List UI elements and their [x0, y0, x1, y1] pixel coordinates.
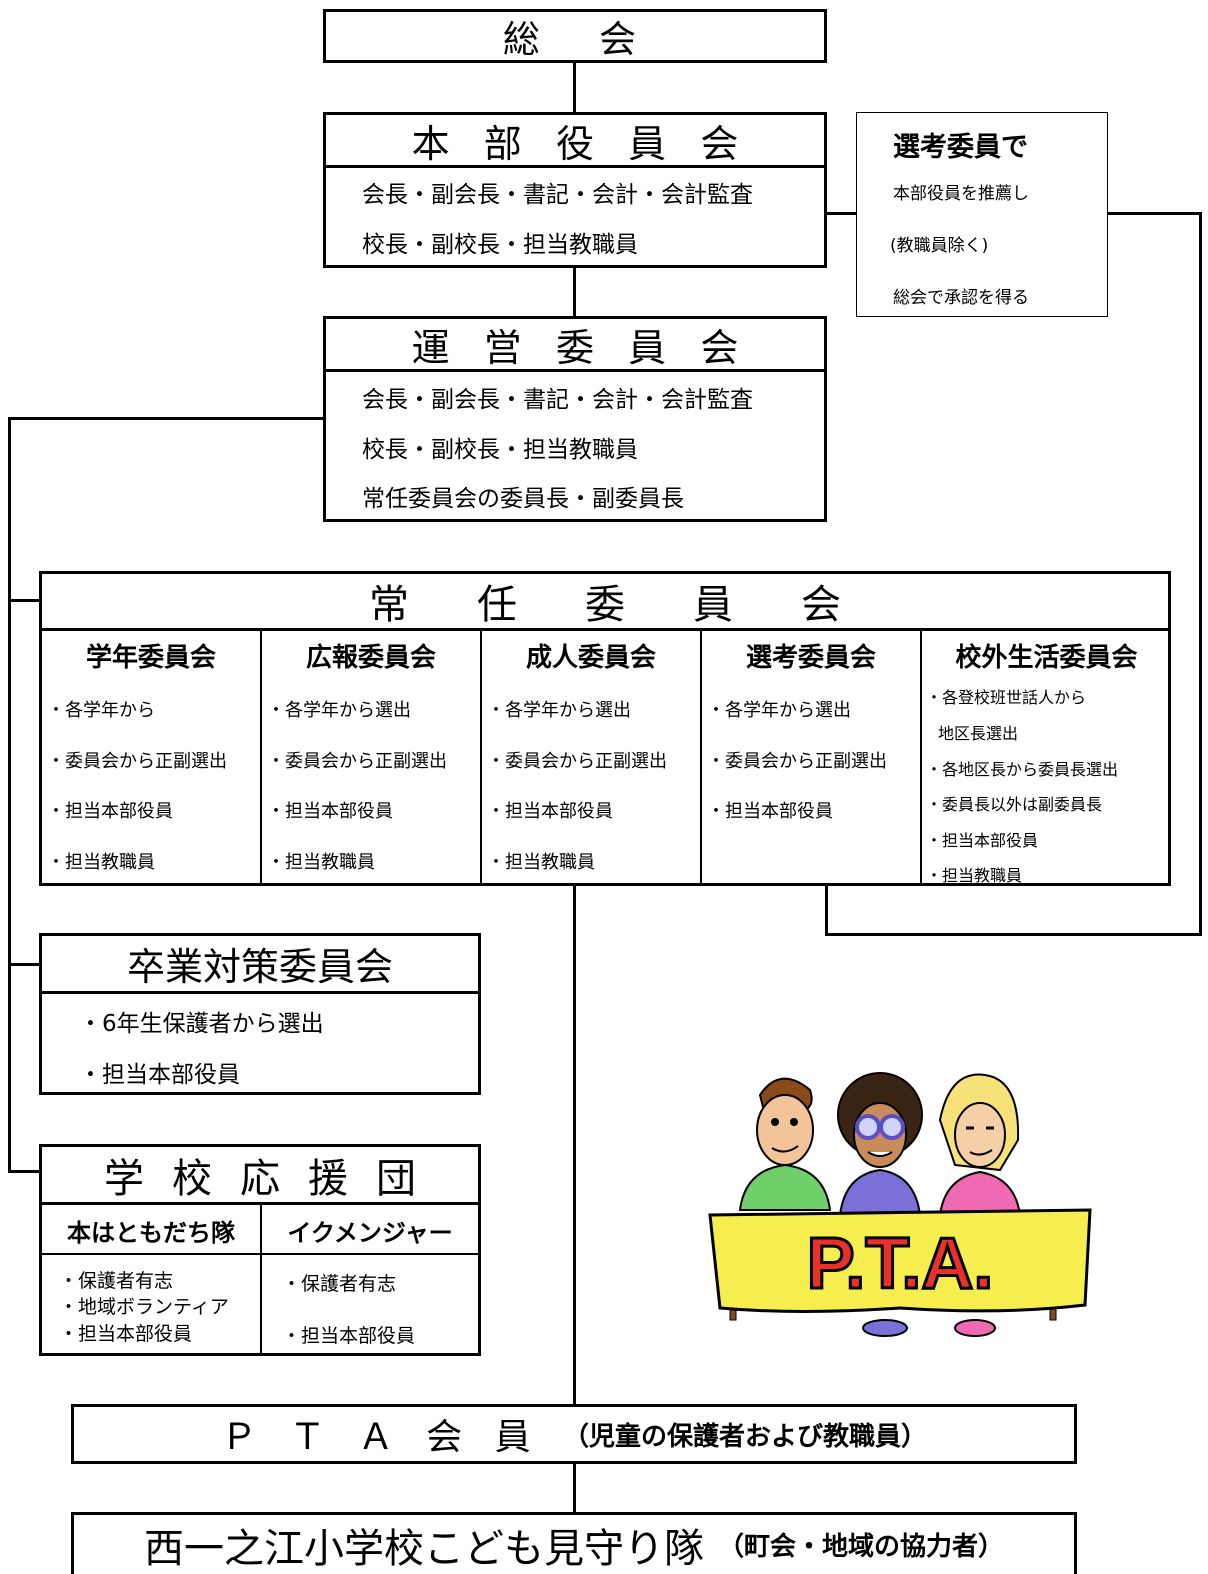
- pta-illustration: P.T.A.: [700, 1060, 1100, 1340]
- members-title: ＰＴＡ会員: [220, 1417, 563, 1458]
- standing-col-header: 学年委員会: [85, 642, 216, 673]
- standing-col-item: ・委員会から正副選出: [707, 751, 887, 772]
- connector-right-up: [825, 884, 828, 936]
- standing-col-item: ・委員会から正副選出: [267, 751, 447, 772]
- connector-note-right: [1107, 212, 1202, 215]
- support-title-cell: 学校応援団: [42, 1147, 478, 1205]
- standing-col-item: ・委員会から正副選出: [47, 751, 227, 772]
- standing-col-header: 校外生活委員会: [955, 642, 1138, 673]
- connector-left-vertical: [8, 417, 11, 1173]
- hq-box: 本部役員会 会長・副会長・書記・会計・会計監査 校長・副校長・担当教職員: [323, 112, 827, 268]
- steering-title: 運営委員会: [411, 325, 773, 370]
- standing-col-item: ・委員長以外は副委員長: [926, 795, 1103, 814]
- standing-col-item: ・担当本部役員: [47, 801, 173, 822]
- standing-title: 常任委員会: [369, 582, 909, 628]
- selection-note-title: 選考委員で: [893, 132, 1028, 163]
- standing-col-divider: [920, 631, 922, 883]
- support-box: 学校応援団 本はともだち隊 イクメンジャー ・保護者有志 ・地域ボランティア ・…: [39, 1144, 481, 1356]
- hq-title: 本部役員会: [411, 121, 773, 166]
- standing-col-divider: [260, 631, 262, 883]
- standing-col-divider: [480, 631, 482, 883]
- standing-col-item: 地区長選出: [938, 724, 1019, 743]
- general-meeting-title: 総 会: [502, 18, 648, 61]
- standing-col-item: ・各学年から選出: [267, 700, 411, 721]
- standing-col-header: 成人委員会: [525, 642, 656, 673]
- standing-col-item: ・担当教職員: [926, 866, 1023, 885]
- graduation-line: ・6年生保護者から選出: [79, 1011, 324, 1037]
- standing-col-item: ・担当本部役員: [487, 801, 613, 822]
- connector-standing-members: [573, 884, 576, 1406]
- support-col-header: イクメンジャー: [287, 1218, 453, 1247]
- standing-col-item: ・各登校班世話人から: [926, 688, 1087, 707]
- steering-line: 常任委員会の委員長・副委員長: [362, 486, 684, 512]
- members-box: ＰＴＡ会員 （児童の保護者および教職員）: [71, 1404, 1077, 1464]
- watch-box: 西一之江小学校こども見守り隊 （町会・地域の協力者）: [71, 1512, 1077, 1574]
- graduation-box: 卒業対策委員会 ・6年生保護者から選出 ・担当本部役員: [39, 933, 481, 1095]
- hq-line: 校長・副校長・担当教職員: [362, 232, 638, 258]
- standing-col-item: ・各学年から選出: [487, 700, 631, 721]
- watch-note: （町会・地域の協力者）: [717, 1532, 1004, 1562]
- man-figure: [738, 1077, 832, 1211]
- standing-col-item: ・各学年から: [47, 700, 155, 721]
- pta-sign-text: P.T.A.: [807, 1224, 994, 1304]
- support-col-item: ・担当本部役員: [59, 1323, 193, 1345]
- standing-box: 常任委員会 学年委員会 ・各学年から ・委員会から正副選出 ・担当本部役員 ・担…: [39, 571, 1171, 886]
- connector-left-standing: [8, 599, 41, 602]
- graduation-line: ・担当本部役員: [79, 1062, 240, 1088]
- standing-col-item: ・各地区長から委員長選出: [926, 760, 1119, 779]
- connector-right-bottom: [825, 933, 1202, 936]
- standing-col-divider: [700, 631, 702, 883]
- standing-col-header: 選考委員会: [745, 642, 876, 673]
- connector-right-vertical: [1199, 212, 1202, 936]
- standing-title-cell: 常任委員会: [42, 574, 1168, 631]
- connector-left-top: [8, 417, 324, 420]
- woman-figure: [837, 1072, 923, 1216]
- graduation-title-cell: 卒業対策委員会: [42, 936, 478, 994]
- steering-box: 運営委員会 会長・副会長・書記・会計・会計監査 校長・副校長・担当教職員 常任委…: [323, 316, 827, 522]
- support-title: 学校応援団: [104, 1155, 444, 1202]
- support-col-item: ・保護者有志: [59, 1270, 174, 1292]
- support-col-header: 本はともだち隊: [67, 1218, 235, 1247]
- graduation-title: 卒業対策委員会: [126, 945, 393, 989]
- members-note: （児童の保護者および教職員）: [563, 1421, 928, 1452]
- standing-col-item: ・各学年から選出: [707, 700, 851, 721]
- selection-note-line: 本部役員を推薦し: [893, 184, 1029, 204]
- woman-figure: [938, 1073, 1022, 1216]
- hq-title-cell: 本部役員会: [326, 115, 824, 168]
- connector-left-support: [8, 1170, 41, 1173]
- selection-note-line: (教職員除く): [890, 236, 989, 256]
- connector-hq-note: [825, 212, 858, 215]
- standing-col-item: ・担当本部役員: [267, 801, 393, 822]
- support-col-item: ・保護者有志: [282, 1273, 397, 1295]
- standing-col-item: ・担当教職員: [47, 852, 155, 873]
- support-col-item: ・地域ボランティア: [59, 1296, 229, 1318]
- standing-col-header: 広報委員会: [305, 642, 436, 673]
- connector-hq-steering: [573, 266, 576, 318]
- steering-line: 校長・副校長・担当教職員: [362, 437, 638, 463]
- standing-col-item: ・担当教職員: [487, 852, 595, 873]
- general-meeting-box: 総 会: [323, 9, 827, 63]
- connector-members-watch: [573, 1462, 576, 1514]
- standing-col-item: ・担当本部役員: [707, 801, 833, 822]
- standing-col-item: ・担当本部役員: [926, 831, 1039, 850]
- pta-illustration-svg: P.T.A.: [708, 1072, 1092, 1337]
- standing-col-item: ・担当教職員: [267, 852, 375, 873]
- selection-note-box: 選考委員で 本部役員を推薦し (教職員除く) 総会で承認を得る: [856, 112, 1108, 317]
- watch-title: 西一之江小学校こども見守り隊: [143, 1525, 704, 1572]
- connector-left-graduation: [8, 963, 41, 966]
- support-col-divider: [260, 1205, 262, 1353]
- connector-general-hq: [573, 61, 576, 114]
- support-col-item: ・担当本部役員: [282, 1325, 416, 1347]
- standing-col-item: ・委員会から正副選出: [487, 751, 667, 772]
- steering-title-cell: 運営委員会: [326, 319, 824, 372]
- hq-line: 会長・副会長・書記・会計・会計監査: [362, 182, 753, 208]
- selection-note-line: 総会で承認を得る: [893, 288, 1029, 308]
- steering-line: 会長・副会長・書記・会計・会計監査: [362, 387, 753, 413]
- pta-sign: [708, 1208, 1092, 1313]
